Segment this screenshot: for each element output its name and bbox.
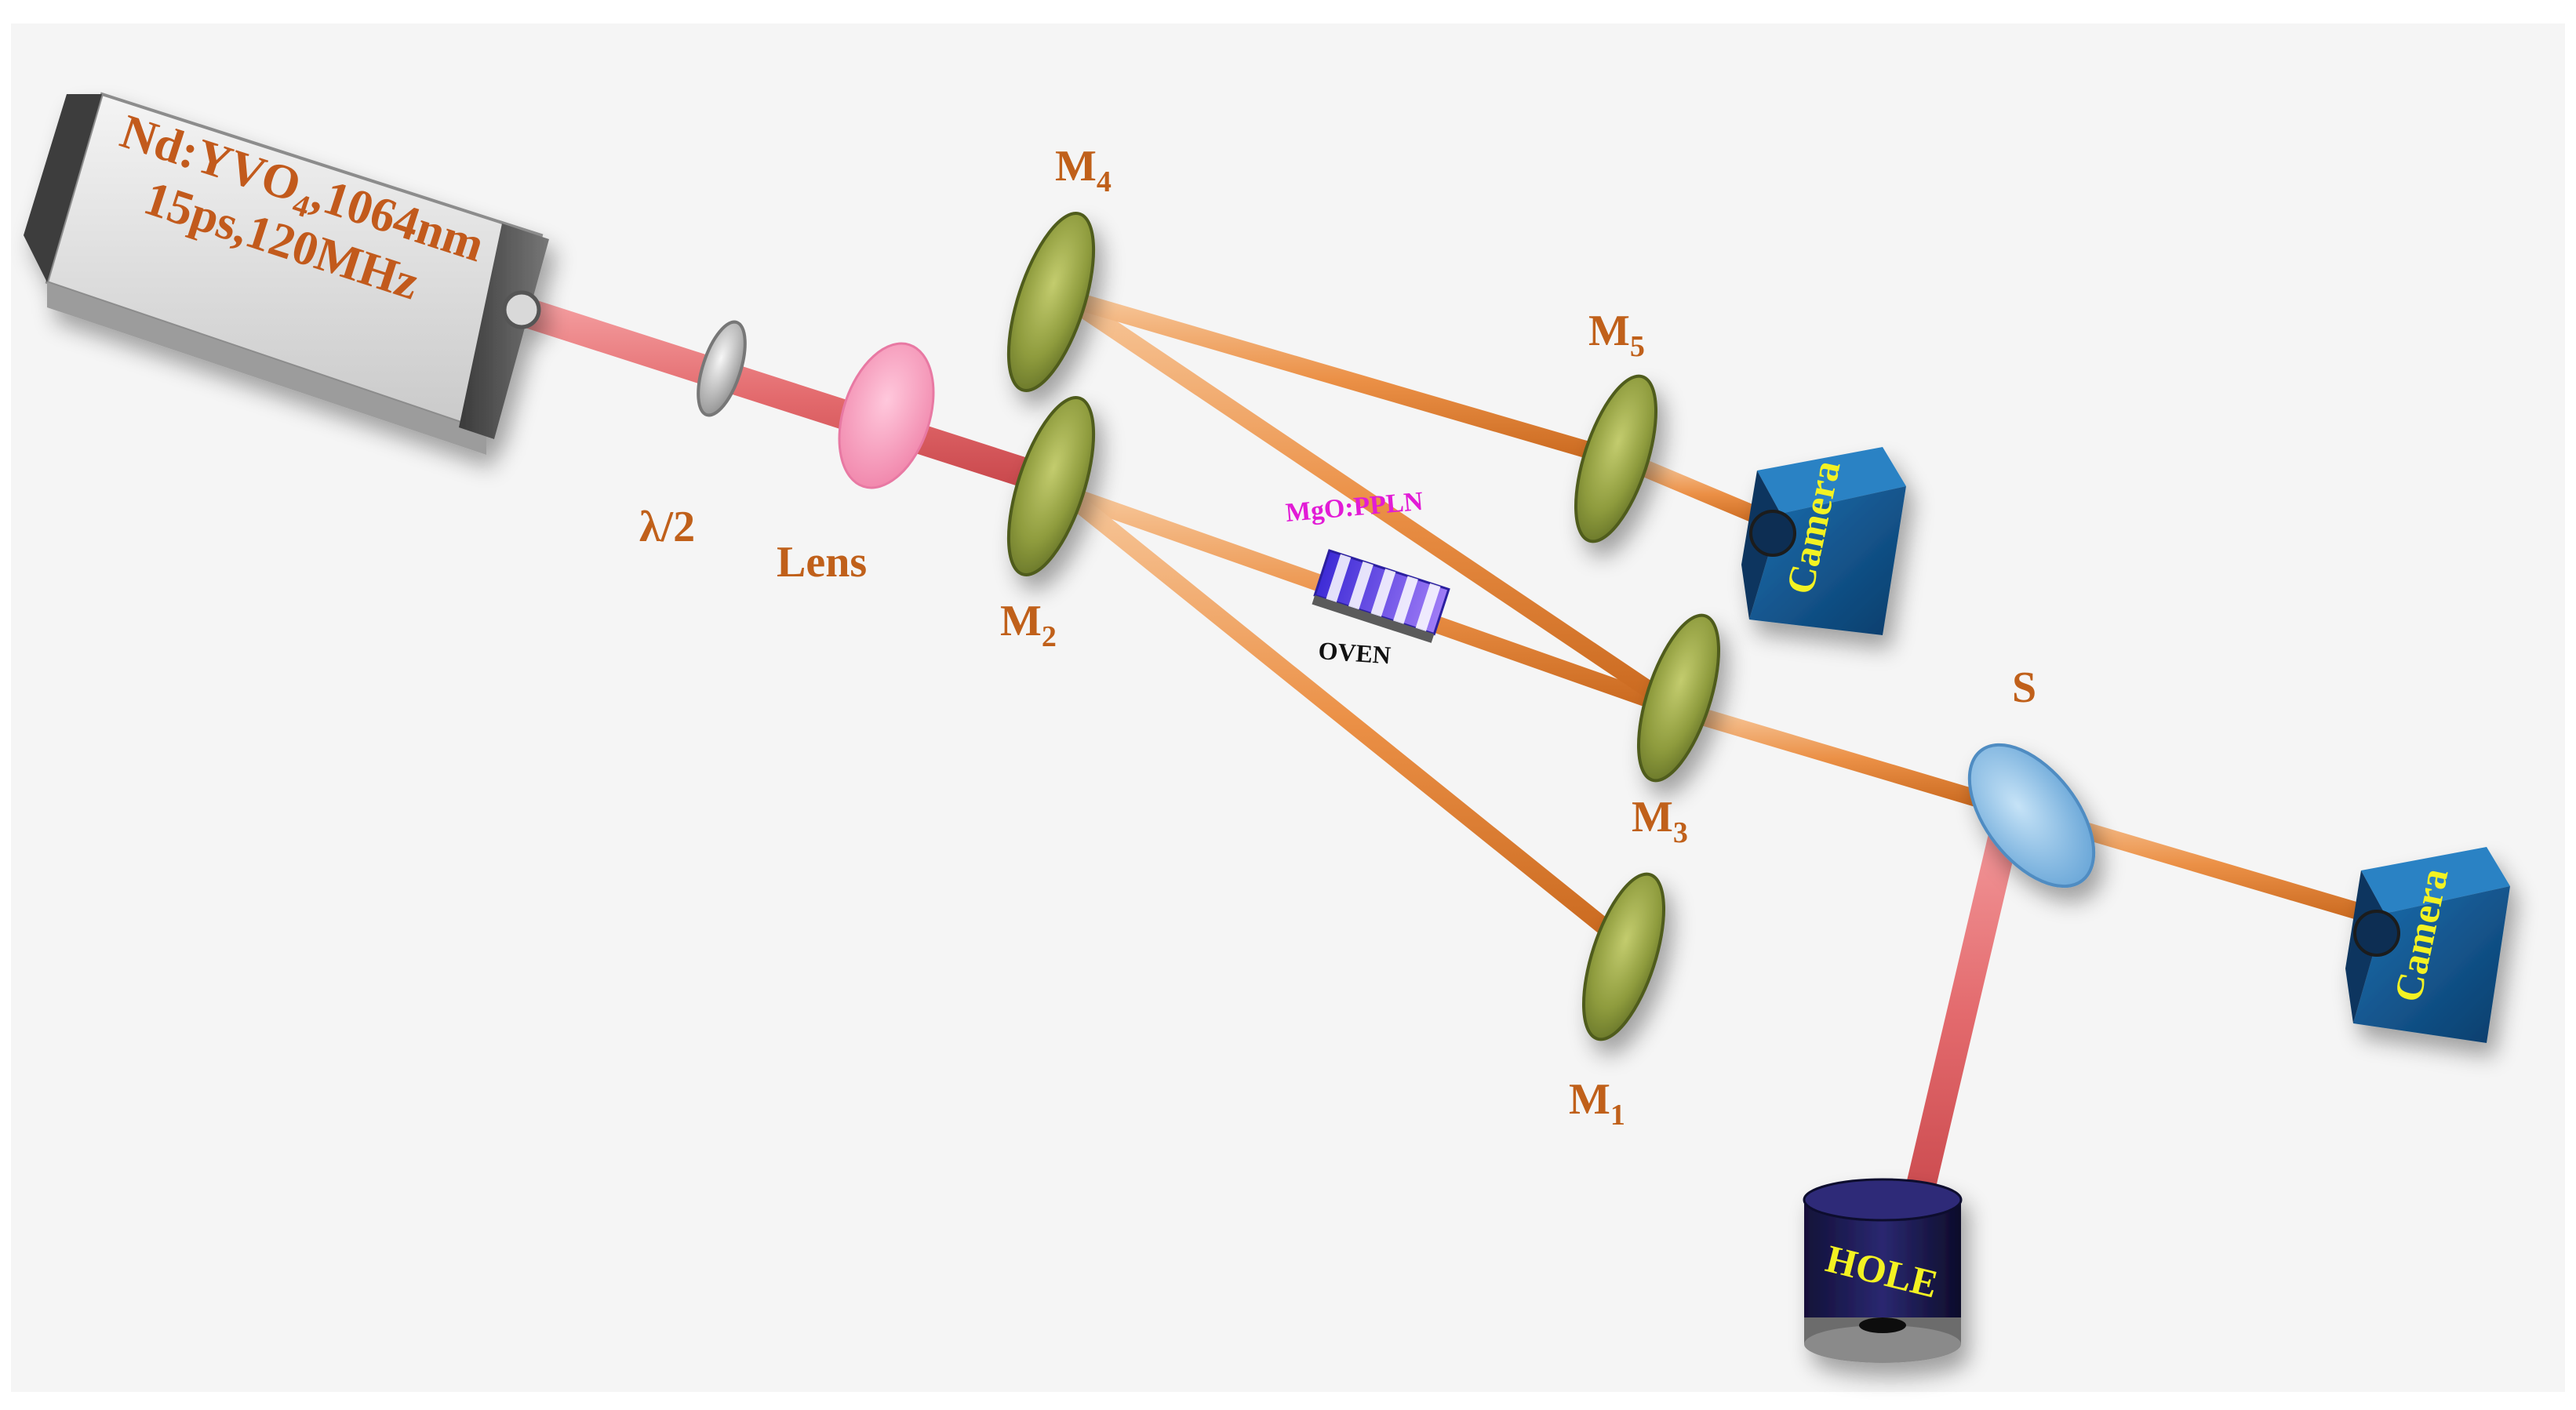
- pump-beam: [503, 295, 1082, 501]
- hole-detector: HOLE: [1803, 1178, 1963, 1363]
- crystal-stripe: [1326, 554, 1352, 603]
- hole-top: [1803, 1178, 1963, 1222]
- camera-2-top: [2361, 847, 2510, 914]
- half-wave-plate: λ/2: [639, 320, 747, 551]
- camera-2-lens: [2353, 910, 2400, 957]
- hole-aperture: [1859, 1317, 1906, 1333]
- m5-label: M5: [1588, 307, 1645, 363]
- lens-label: Lens: [777, 538, 867, 587]
- m2-label: M2: [1000, 597, 1057, 653]
- beam-splitter: [1967, 743, 2096, 889]
- beam-m3-splitter: [1670, 701, 2017, 816]
- camera-2: Camera: [2345, 847, 2510, 1043]
- splitter-disc: [1967, 743, 2096, 889]
- mirror-m5-disc: [1574, 374, 1658, 543]
- crystal-stripe: [1415, 583, 1441, 632]
- mirror-m4: [1006, 212, 1096, 392]
- splitter-label: S: [2012, 663, 2036, 712]
- oven-label: OVEN: [1318, 636, 1392, 669]
- mirror-m2: [1006, 396, 1096, 576]
- crystal-stripe: [1348, 561, 1374, 610]
- camera-1-top: [1757, 447, 1906, 514]
- laser-front-cap: [459, 223, 549, 439]
- laser-back-cap: [24, 94, 102, 282]
- beam-m2-m1: [1058, 485, 1640, 958]
- half-wave-label: λ/2: [639, 503, 695, 551]
- mirror-m1: [1581, 872, 1666, 1041]
- m1-label: M1: [1569, 1075, 1625, 1132]
- laser-aperture: [502, 290, 541, 329]
- laser-body-bottom: [47, 282, 486, 455]
- crystal-stripe: [1393, 576, 1418, 624]
- mirror-m4-disc: [1006, 212, 1096, 392]
- mirror-m1-disc: [1581, 872, 1666, 1041]
- m4-label: M4: [1055, 142, 1112, 198]
- beam-splitter-hole: [1899, 812, 2023, 1219]
- lens-body: [838, 342, 935, 489]
- waveplate-disc: [697, 320, 747, 417]
- mirror-m3-disc: [1636, 613, 1721, 783]
- oven-base: [1312, 595, 1435, 643]
- beam-m4-m3: [1058, 289, 1687, 718]
- hole-base-bottom: [1804, 1325, 1961, 1363]
- beam-m4-m5: [1058, 289, 1640, 471]
- mirror-m5: [1574, 374, 1658, 543]
- beams: [503, 289, 2401, 1219]
- lens: Lens: [777, 342, 935, 587]
- crystal-stripe: [1370, 569, 1396, 617]
- mirror-m3: [1636, 613, 1721, 783]
- mirror-m2-disc: [1006, 396, 1096, 576]
- camera-1-lens: [1749, 510, 1796, 557]
- camera-1: Camera: [1741, 447, 1906, 635]
- m3-label: M3: [1632, 793, 1688, 849]
- ppln-crystal: MgO:PPLN OVEN: [1284, 487, 1450, 669]
